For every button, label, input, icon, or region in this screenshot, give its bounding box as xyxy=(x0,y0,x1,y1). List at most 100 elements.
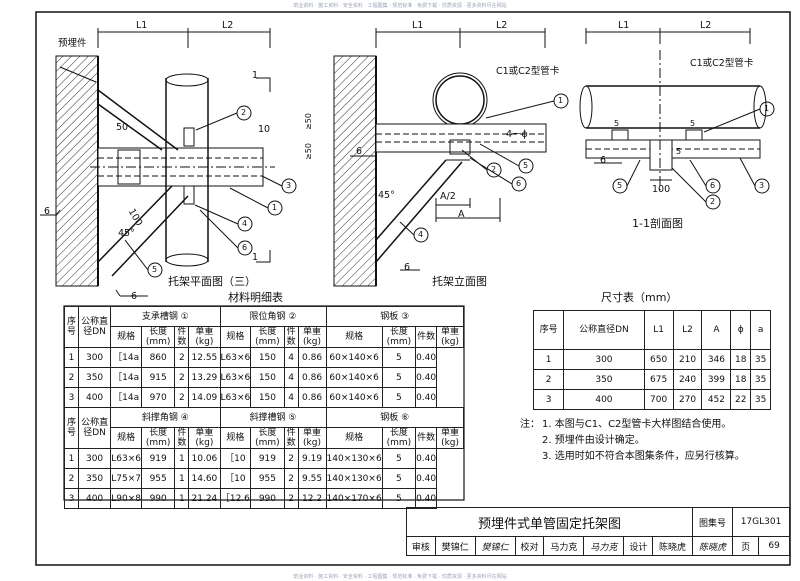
mat-cell: 2 xyxy=(283,448,299,469)
elev-title: 托架立面图 xyxy=(432,275,487,288)
dim-header: A xyxy=(701,310,732,350)
sec-callout-3: 3 xyxy=(759,181,765,190)
mat-header-seq: 序号 xyxy=(64,407,79,449)
mat-sub-header: 单重(kg) xyxy=(188,427,221,449)
page-no: 69 xyxy=(758,536,790,556)
mat-cell: 0.86 xyxy=(297,367,327,388)
mat-cell: 0.86 xyxy=(297,387,327,408)
check-name: 马力克 xyxy=(543,536,585,556)
mat-sub-header: 长度(mm) xyxy=(381,326,417,348)
mat-header-seq: 序号 xyxy=(64,306,79,348)
mat-cell: 2 xyxy=(174,347,190,368)
dim-cell: 1 xyxy=(532,349,565,370)
mat-cell: 860 xyxy=(140,347,176,368)
mat-cell: 5 xyxy=(381,488,417,509)
mat-cell: 350 xyxy=(77,468,112,489)
elev-callout-1: 1 xyxy=(558,96,564,105)
elev-a-half: A/2 xyxy=(440,191,456,202)
dim-cell: 22 xyxy=(730,389,752,410)
mat-sub-header: 单重(kg) xyxy=(188,326,221,348)
mat-cell: 990 xyxy=(250,488,285,509)
mat-cell: 140×130×6 xyxy=(325,448,383,469)
elev-callout-2: 2 xyxy=(491,165,497,174)
mat-cell: 5 xyxy=(381,347,417,368)
atlas-label: 图集号 xyxy=(692,507,734,537)
mat-cell: 9.55 xyxy=(297,468,327,489)
mat-cell: 2 xyxy=(174,367,190,388)
mat-cell: 2 xyxy=(64,367,79,388)
sec-dim-l2: L2 xyxy=(700,20,712,31)
elev-a: A xyxy=(458,209,465,220)
note-item: 1. 本图与C1、C2型管卡大样图结合使用。 xyxy=(542,419,732,430)
dim-cell: 650 xyxy=(643,349,674,370)
elev-dim-l2: L2 xyxy=(496,20,508,31)
mat-cell: 350 xyxy=(77,367,112,388)
sheet-frame xyxy=(35,11,791,566)
mat-cell: 990 xyxy=(140,488,176,509)
elevation-view xyxy=(333,28,569,287)
mat-cell: 9.19 xyxy=(297,448,327,469)
elev-callout-6: 6 xyxy=(516,179,522,188)
mat-cell: 2 xyxy=(174,387,190,408)
mat-cell: 150 xyxy=(250,387,285,408)
dim-cell: 35 xyxy=(750,349,771,370)
mat-cell: 5 xyxy=(381,387,417,408)
dim-cell: 210 xyxy=(672,349,703,370)
design-name: 陈晓虎 xyxy=(652,536,694,556)
dim-cell: 18 xyxy=(730,349,752,370)
mat-cell: L63×6 xyxy=(219,367,252,388)
mat-cell: 955 xyxy=(250,468,285,489)
dim-cell: 3 xyxy=(532,389,565,410)
plan-angle: 45° xyxy=(118,228,135,239)
note-item: 2. 预埋件由设计确定。 xyxy=(542,435,645,446)
plan-callout-3: 3 xyxy=(286,181,292,190)
check-sign: 马力克 xyxy=(583,536,625,556)
mat-sub-header: 长度(mm) xyxy=(140,427,176,449)
section-view xyxy=(579,28,775,210)
mat-cell: 13.29 xyxy=(188,367,221,388)
plan-embed-label: 预埋件 xyxy=(58,38,87,49)
mat-header-dn: 公称直径DN xyxy=(77,306,112,348)
plan-callout-6: 6 xyxy=(242,243,248,252)
dim-cell: 240 xyxy=(672,369,703,390)
mat-cell: 1 xyxy=(174,488,190,509)
dim-cell: 270 xyxy=(672,389,703,410)
elevation-wall xyxy=(333,55,377,287)
plan-callout-2: 2 xyxy=(241,108,247,117)
mat-cell: 5 xyxy=(381,367,417,388)
mat-cell: 5 xyxy=(381,448,417,469)
mat-sub-header: 规格 xyxy=(219,427,252,449)
mat-cell: 0.40 xyxy=(415,488,438,509)
watermark-bottom: 筑业资料 · 施工资料 · 安全资料 · 工程图集 · 规范标准 · 免费下载 … xyxy=(293,574,507,580)
mat-sub-header: 规格 xyxy=(219,326,252,348)
dim-header: ϕ xyxy=(730,310,752,350)
mat-sub-header: 件数 xyxy=(174,326,190,348)
mat-cell: 150 xyxy=(250,367,285,388)
mat-cell: 1 xyxy=(64,347,79,368)
sec-title: 1-1剖面图 xyxy=(632,217,683,230)
dim-cell: 400 xyxy=(563,389,645,410)
elev-weld-b: 6 xyxy=(404,262,411,273)
dim-header: a xyxy=(750,310,771,350)
mat-cell: 1 xyxy=(174,468,190,489)
elev-clamp-label: C1或C2型管卡 xyxy=(496,66,560,77)
elev-callout-5: 5 xyxy=(523,161,529,170)
mat-group-header: 支承槽钢 ① xyxy=(110,306,221,327)
notes-list: 1. 本图与C1、C2型管卡大样图结合使用。2. 预埋件由设计确定。3. 选用时… xyxy=(542,417,800,465)
mat-sub-header: 规格 xyxy=(110,326,142,348)
page-label: 页 xyxy=(732,536,760,556)
mat-cell: ［14a xyxy=(110,347,142,368)
mat-cell: 140×170×6 xyxy=(325,488,383,509)
watermark-top: 筑业资料 · 施工资料 · 安全资料 · 工程图集 · 规范标准 · 免费下载 … xyxy=(293,3,507,9)
mat-sub-header: 单重(kg) xyxy=(297,427,327,449)
sec-callout-5: 5 xyxy=(617,181,623,190)
dim-cell: 452 xyxy=(701,389,732,410)
drawing-title: 预埋件式单管固定托架图 xyxy=(405,507,694,537)
dim-cell: 2 xyxy=(532,369,565,390)
mat-sub-header: 规格 xyxy=(325,326,383,348)
